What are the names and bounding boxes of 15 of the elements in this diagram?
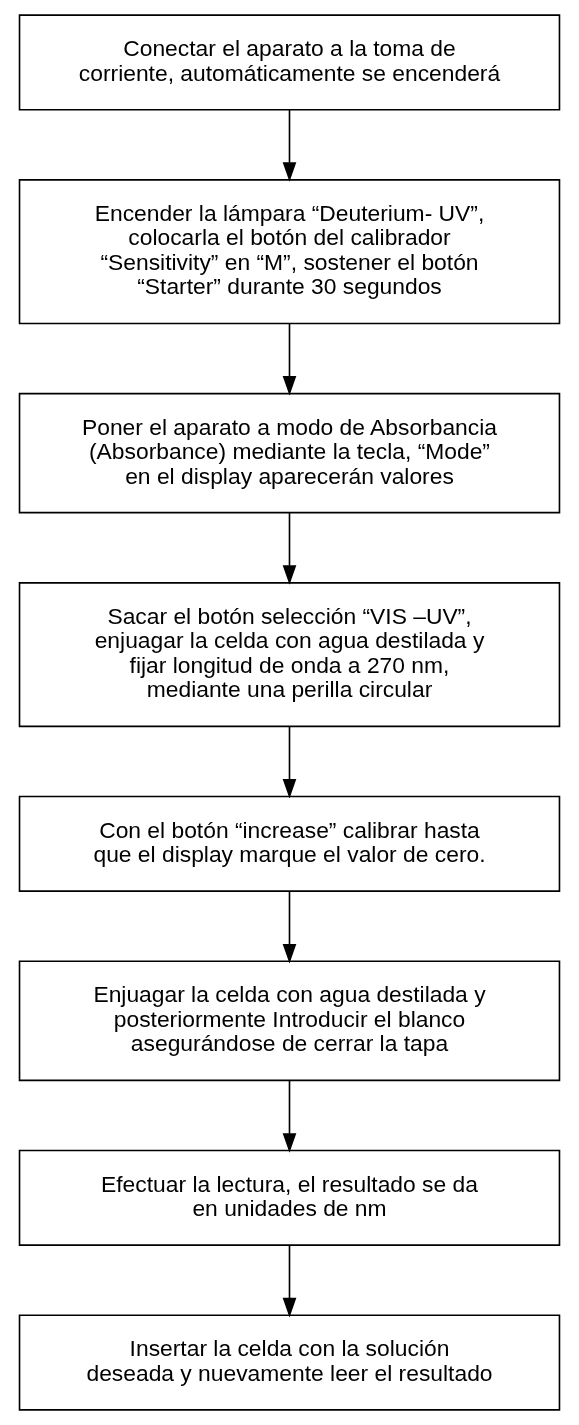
- node-box: Poner el aparato a modo de Absorbancia (Absorbance) mediante la tecla, “Mode” en el display aparecerán valores: [18, 392, 561, 514]
- arrow: [282, 109, 297, 182]
- node-box: Con el botón “increase” calibrar hasta que el display marque el valor de cero.: [18, 795, 561, 892]
- node-box: Encender la lámpara “Deuterium- UV”, colocarla el botón del calibrador “Sensitivity” en “M”, sostener el botón “Starter” durante 30 segundos: [18, 179, 561, 325]
- node-box: Conectar el aparato a la toma de corriente, automáticamente se encenderá: [18, 14, 561, 111]
- node-box: Efectuar la lectura, el resultado se da en unidades de nm: [18, 1149, 561, 1246]
- arrow: [282, 512, 297, 585]
- arrow: [282, 890, 297, 964]
- node-box: Enjuagar la celda con agua destilada y posteriormente Introducir el blanco asegurándose de cerrar la tapa: [18, 960, 561, 1082]
- node-box: Insertar la celda con la solución deseada y nuevamente leer el resultado: [18, 1314, 561, 1411]
- arrow: [282, 725, 297, 799]
- arrow: [282, 1079, 297, 1153]
- arrow: [282, 1244, 297, 1318]
- node-box: Sacar el botón selección “VIS –UV”, enjuagar la celda con agua destilada y fijar longitud de onda a 270 nm, mediante una perilla circular: [18, 582, 561, 728]
- arrow: [282, 322, 297, 396]
